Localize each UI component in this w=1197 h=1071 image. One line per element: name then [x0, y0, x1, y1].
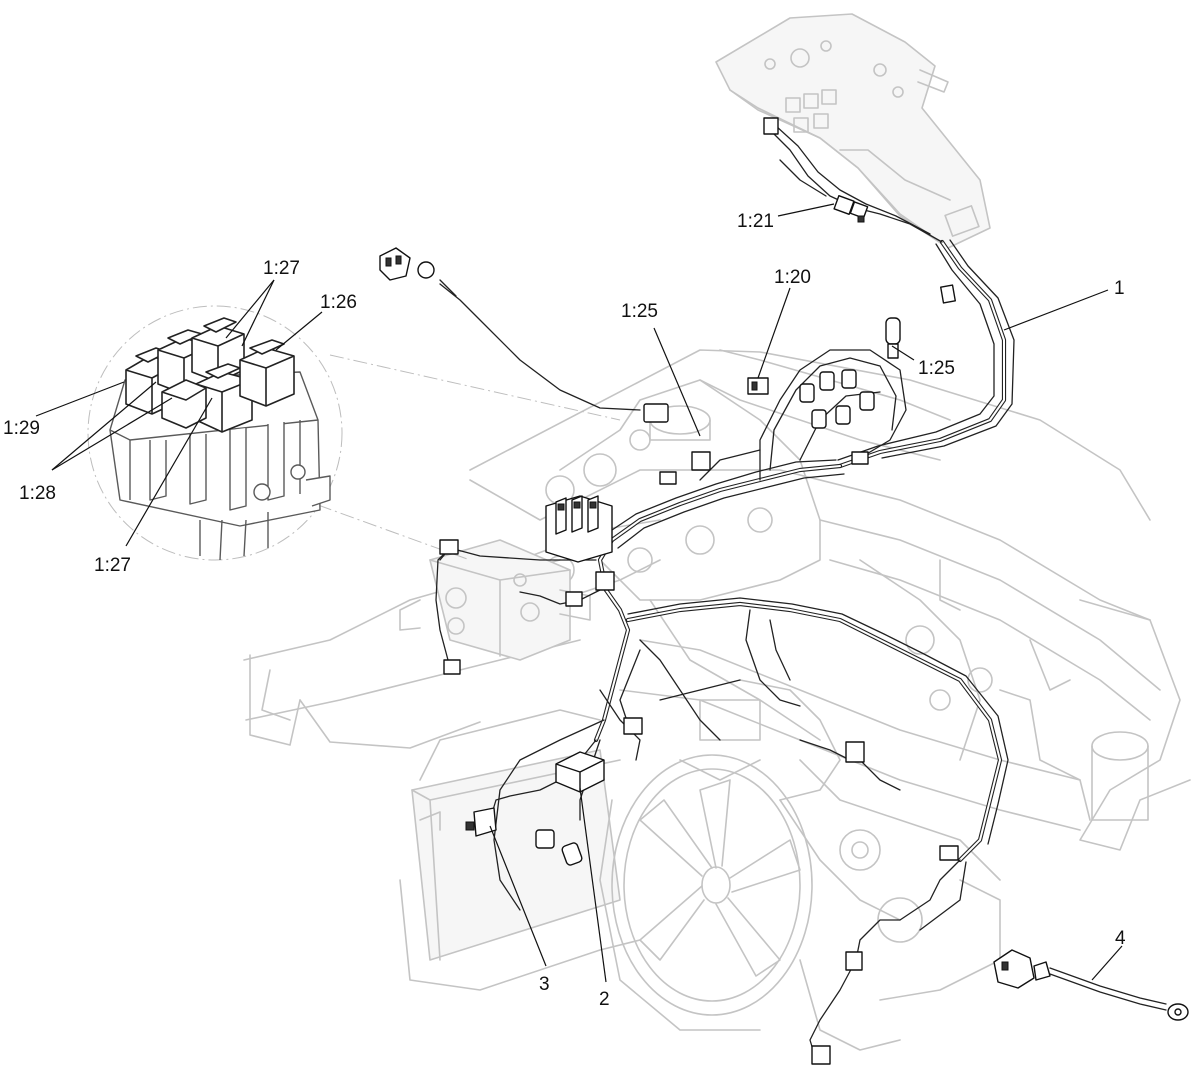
mid-connector-1 — [623, 717, 643, 735]
console-connector-top — [763, 117, 779, 135]
bottom-connector — [811, 1045, 831, 1065]
console-connector-1-21 — [833, 194, 869, 223]
callout-3: 3 — [539, 974, 550, 995]
detail-projection-line — [317, 504, 471, 561]
engine-sensor-connector — [845, 741, 865, 763]
harness-junction-connector — [595, 571, 615, 591]
connectors — [379, 117, 959, 1065]
connector-1-20 — [747, 377, 769, 395]
relay-1-28-lower — [161, 379, 207, 429]
relay-1-26 — [239, 339, 295, 407]
cable-end-connector-left — [379, 247, 435, 281]
callout-4: 4 — [1115, 928, 1126, 949]
callout-1-25-right: 1:25 — [918, 358, 955, 379]
lower-connector-a — [535, 829, 555, 849]
detail-view-circle — [87, 305, 343, 561]
center-connector-1-25-left — [643, 403, 711, 485]
callout-1-26: 1:26 — [320, 292, 357, 313]
lower-connector-b — [561, 842, 583, 866]
leader-lines — [35, 203, 1123, 983]
callout-2: 2 — [599, 989, 610, 1010]
callout-1-27-top: 1:27 — [263, 258, 300, 279]
callout-1-20: 1:20 — [774, 267, 811, 288]
engine-connectors — [799, 369, 875, 465]
valve-connector-top — [439, 539, 459, 555]
callout-1-28: 1:28 — [19, 483, 56, 504]
engine-block — [545, 379, 1001, 1051]
item-3-battery-terminal — [465, 807, 497, 837]
item-4-cable — [993, 949, 1189, 1021]
fuse-relay-block-center — [545, 495, 613, 563]
callout-1: 1 — [1114, 278, 1125, 299]
engine-bottom-connector — [845, 951, 863, 971]
main-wiring-harness — [435, 125, 1015, 1061]
valve-connector-side — [565, 591, 583, 607]
valve-connector-bottom — [443, 659, 461, 675]
callout-1-29: 1:29 — [3, 418, 40, 439]
cooling-fan — [599, 754, 813, 1031]
engine-right-connector — [939, 845, 959, 861]
callout-1-21: 1:21 — [737, 211, 774, 232]
callout-labels: 1:27 1:26 1:29 1:28 1:27 1:21 1:20 1:25 … — [3, 211, 1126, 1010]
sensor-1-25-right — [885, 317, 901, 359]
callout-1-25-left: 1:25 — [621, 301, 658, 322]
callout-1-27-bottom: 1:27 — [94, 555, 131, 576]
relay-bank-detail — [109, 317, 331, 561]
valve-block — [399, 539, 591, 661]
trunk-connector — [940, 284, 956, 304]
